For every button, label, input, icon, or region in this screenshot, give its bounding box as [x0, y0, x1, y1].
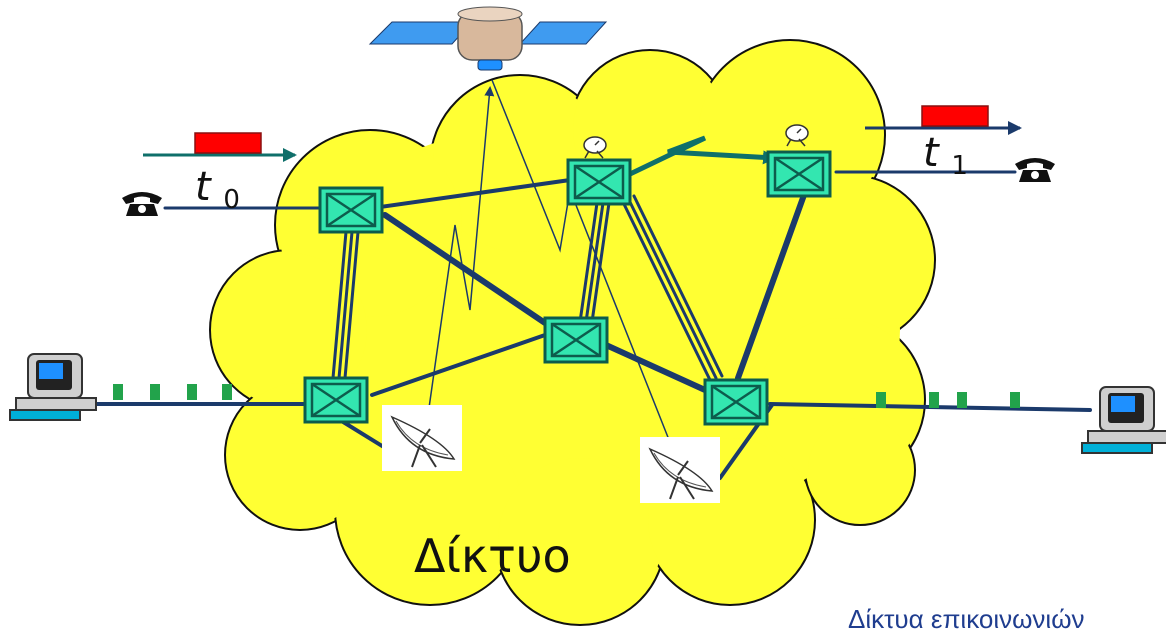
microwave-link	[626, 135, 777, 178]
timestamp-start-letter: t	[195, 164, 212, 210]
footer-text: Δίκτυα επικοινωνιών	[848, 604, 1085, 634]
packet-switch-icon	[543, 316, 609, 364]
packet-switch-icon	[703, 378, 769, 426]
timestamp-end: t 1	[923, 130, 968, 181]
timestamp-start: t 0	[195, 164, 240, 215]
computer-icon	[9, 353, 97, 421]
packet-switch-icon	[318, 186, 384, 234]
data-packets-left	[113, 384, 232, 400]
packet-switch-icon	[566, 158, 632, 206]
data-packets-right	[876, 392, 1020, 408]
timestamp-start-index: 0	[223, 185, 240, 215]
timestamp-end-index: 1	[951, 151, 968, 181]
telephone-icon	[1015, 158, 1055, 182]
satellite-icon	[368, 6, 608, 71]
packet-switch-icon	[303, 376, 369, 424]
radio-paths	[427, 79, 677, 457]
cloud-label: Δίκτυο	[414, 529, 571, 583]
dish-antenna-icon	[381, 404, 463, 472]
timestamp-end-letter: t	[923, 130, 940, 176]
computer-icon	[1081, 386, 1166, 454]
dish-antenna-icon	[639, 436, 721, 504]
timing-arrow-start	[143, 132, 297, 162]
packet-switch-icon	[766, 150, 832, 198]
telephone-icon	[122, 192, 162, 216]
timing-arrow-end	[865, 105, 1022, 135]
